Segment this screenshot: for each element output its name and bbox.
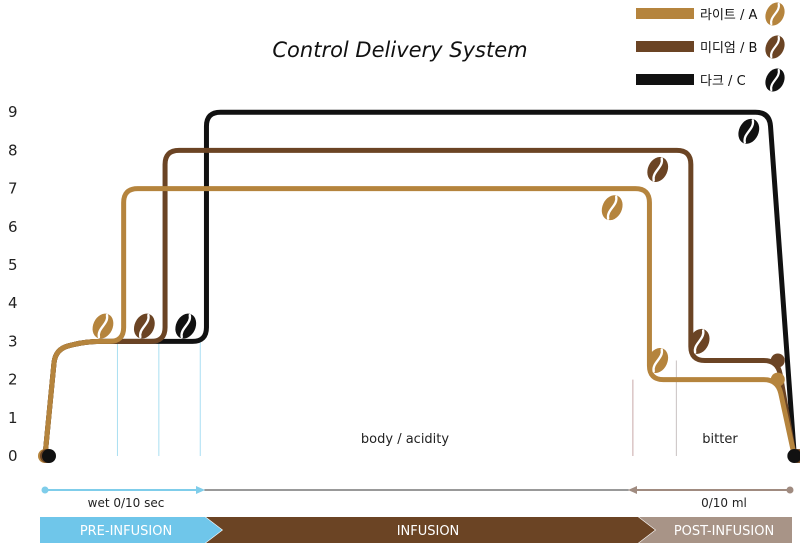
bitter-label: bitter	[702, 432, 738, 447]
legend-label: 다크 / C	[700, 74, 746, 89]
series-drop-dot	[770, 353, 785, 368]
y-tick-label: 2	[8, 371, 18, 389]
series-line	[42, 109, 797, 459]
coffee-bean-icon	[92, 313, 114, 339]
series-drop-dot	[770, 372, 785, 387]
coffee-bean-icon	[765, 68, 785, 92]
y-tick-label: 7	[8, 180, 18, 198]
coffee-bean-icon	[688, 328, 710, 354]
y-tick-label: 6	[8, 218, 18, 236]
series-layer	[38, 109, 800, 463]
legend-label: 라이트 / A	[700, 8, 758, 23]
coffee-bean-icon	[765, 2, 785, 26]
post-infusion-band	[639, 517, 792, 543]
coffee-bean-icon	[601, 195, 623, 221]
coffee-bean-icon	[175, 313, 197, 339]
pre-infusion-band	[40, 517, 222, 543]
series-line	[42, 147, 797, 459]
y-tick-label: 8	[8, 141, 18, 159]
y-tick-label: 9	[8, 103, 18, 121]
y-tick-label: 1	[8, 409, 18, 427]
infusion-band	[206, 517, 655, 543]
series-end-dot	[787, 449, 800, 463]
pre-infusion-label: PRE-INFUSION	[80, 524, 172, 539]
coffee-bean-icon	[647, 157, 669, 182]
y-tick-label: 3	[8, 332, 18, 350]
coffee-bean-icon	[133, 313, 155, 339]
series-line	[42, 186, 797, 459]
y-tick-label: 0	[8, 447, 18, 465]
coffee-bean-icon	[738, 118, 760, 144]
post-infusion-label: POST-INFUSION	[674, 524, 774, 539]
legend-swatch	[636, 8, 694, 19]
post-arrow-head	[628, 486, 637, 494]
timeline-arrows: wet 0/10 sec 0/10 ml	[41, 486, 794, 510]
phase-guides	[116, 341, 677, 456]
ml-label: 0/10 ml	[701, 496, 747, 510]
legend: 라이트 / A 미디엄 / B 다크 / C	[636, 2, 785, 92]
y-tick-label: 5	[8, 256, 18, 274]
body-acidity-label: body / acidity	[361, 432, 449, 447]
post-arrow-dot	[786, 486, 794, 494]
coffee-bean-icon	[765, 35, 785, 59]
series-start-dot	[42, 449, 56, 463]
legend-swatch	[636, 74, 694, 85]
coffee-bean-icon	[647, 348, 669, 373]
legend-label: 미디엄 / B	[700, 41, 757, 56]
y-axis: 0 1 2 3 4 5 6 7 8 9	[8, 103, 18, 465]
infusion-label: INFUSION	[397, 524, 460, 539]
wet-time-label: wet 0/10 sec	[88, 496, 165, 510]
stage-bands: PRE-INFUSION INFUSION POST-INFUSION	[40, 517, 792, 543]
pre-arrow-head	[196, 486, 205, 494]
y-tick-label: 4	[8, 294, 18, 312]
chart-title: Control Delivery System	[272, 38, 527, 62]
legend-swatch	[636, 41, 694, 52]
pre-arrow-dot	[41, 486, 49, 494]
